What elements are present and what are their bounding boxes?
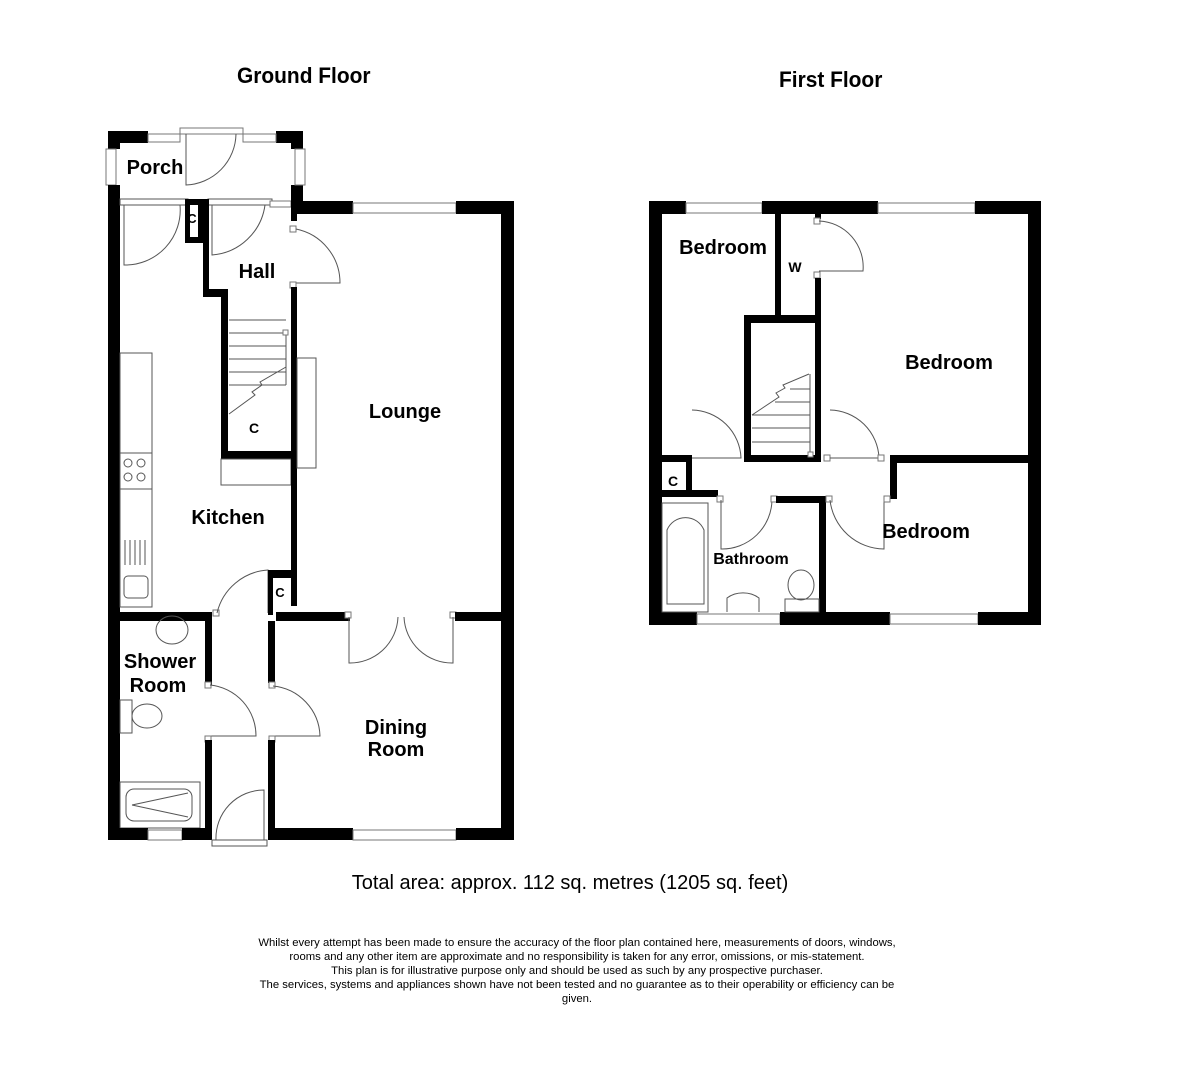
shower-room-label-line2: Room	[130, 675, 187, 697]
hall-cupboard-label: C	[275, 585, 285, 600]
porch-window-right	[242, 133, 277, 143]
porch-window-left	[147, 133, 181, 143]
bathroom-window	[696, 613, 781, 625]
shower-room-label-line1: Shower	[124, 651, 196, 673]
basin-icon	[726, 592, 760, 612]
disclaimer-line-2: rooms and any other item are approximate…	[289, 951, 865, 963]
porch-side-window-right	[294, 148, 306, 186]
first-floor-plan: W C	[649, 201, 1041, 625]
bedroom3-door	[829, 499, 885, 550]
ground-stairs	[228, 319, 289, 415]
dining-room-window	[352, 829, 457, 841]
porch-side-window-left	[105, 148, 117, 186]
porch-label: Porch	[127, 157, 184, 179]
bathroom-fixtures	[661, 502, 820, 613]
toilet-icon	[131, 703, 163, 729]
dining-double-door-right	[403, 616, 454, 664]
shower-room-door	[208, 684, 257, 737]
wardrobe-label: W	[788, 259, 802, 275]
bedroom1-door	[691, 409, 742, 459]
first-floor-title: First Floor	[779, 67, 883, 92]
sink-icon	[123, 540, 149, 599]
disclaimer-line-3: This plan is for illustrative purpose on…	[331, 965, 823, 977]
dining-room-door	[272, 685, 321, 737]
disclaimer-line-5: given.	[561, 993, 593, 1005]
dining-room-label-line1: Dining	[365, 717, 427, 739]
bathroom-door	[720, 499, 773, 550]
wardrobe-door	[818, 220, 864, 272]
dining-room-label-line2: Room	[368, 739, 425, 761]
bathroom-label: Bathroom	[713, 551, 789, 568]
hall-door	[211, 204, 266, 256]
kitchen-inner-door	[216, 569, 269, 614]
kitchen-porch-door	[123, 204, 181, 266]
hall-label: Hall	[239, 261, 276, 283]
shower-tray-icon	[125, 788, 193, 822]
dining-double-door-left	[348, 616, 399, 664]
porch-cupboard-label: C	[187, 211, 197, 226]
bedroom3-window	[889, 613, 979, 625]
lounge-label: Lounge	[369, 401, 441, 423]
ground-floor-title: Ground Floor	[237, 63, 371, 88]
disclaimer-line-1: Whilst every attempt has been made to en…	[258, 937, 896, 949]
bedroom1-window	[685, 202, 763, 214]
under-stairs-cupboard-label: C	[249, 420, 259, 436]
bedroom3-label: Bedroom	[882, 521, 970, 543]
lounge-window	[352, 202, 457, 214]
bedroom2-door	[829, 409, 880, 459]
first-floor-stairs	[751, 373, 814, 458]
disclaimer-line-4: The services, systems and appliances sho…	[259, 979, 895, 991]
shower-room-window	[147, 829, 183, 841]
back-door	[215, 789, 265, 841]
landing-cupboard-label: C	[668, 473, 678, 489]
toilet-icon	[787, 569, 815, 601]
lounge-door	[295, 228, 341, 284]
basin-icon	[155, 615, 189, 645]
chimney-breast	[296, 357, 317, 469]
bedroom2-window	[877, 202, 976, 214]
bath-icon	[666, 517, 705, 605]
kitchen-fixtures	[119, 352, 153, 608]
kitchen-label: Kitchen	[191, 507, 264, 529]
bedroom2-label: Bedroom	[905, 352, 993, 374]
bedroom1-label: Bedroom	[679, 237, 767, 259]
shower-room-fixtures	[119, 615, 201, 829]
ground-floor-plan: C C	[105, 127, 514, 847]
disclaimer: Whilst every attempt has been made to en…	[200, 936, 954, 1006]
hob-icon	[119, 452, 153, 490]
total-area-text: Total area: approx. 112 sq. metres (1205…	[351, 872, 789, 894]
porch-front-door	[185, 133, 237, 186]
